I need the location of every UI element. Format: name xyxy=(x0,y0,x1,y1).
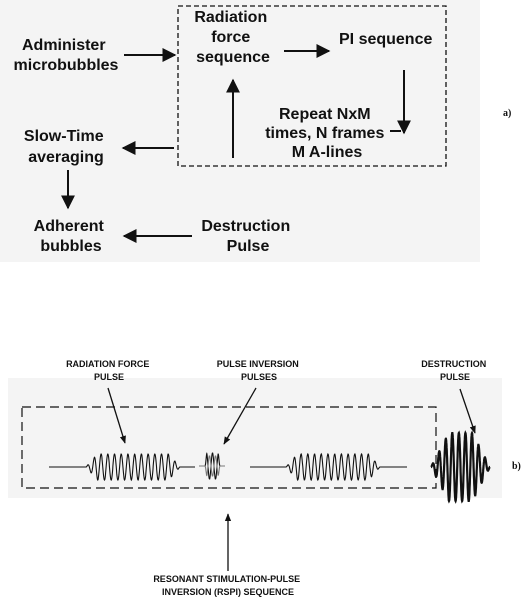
panel-b-background xyxy=(8,378,502,498)
panel-b: RADIATION FORCE PULSE PULSE INVERSION PU… xyxy=(8,359,521,597)
pulse-inversion-waveform-1 xyxy=(199,452,225,480)
radiation-force-label: Radiation force sequence xyxy=(194,9,271,66)
radiation-force-waveform xyxy=(49,453,195,482)
panel-a: Administer microbubbles Radiation force … xyxy=(0,0,511,262)
administer-label: Administer microbubbles xyxy=(14,37,119,74)
adherent-label: Adherent bubbles xyxy=(34,218,109,255)
slow-time-label: Slow-Time averaging xyxy=(24,128,108,166)
loop-dashed-box xyxy=(177,5,447,167)
repeat-label: Repeat NxM times, N frames M A-lines xyxy=(265,106,389,161)
destruction-pulse-label: DESTRUCTION PULSE xyxy=(421,359,489,382)
pulse-inversion-label: PULSE INVERSION PULSES xyxy=(217,359,302,382)
repeated-radiation-force-waveform xyxy=(250,452,407,482)
rspi-label: RESONANT STIMULATION-PULSE INVERSION (RS… xyxy=(153,574,302,597)
rspi-dashed-box xyxy=(21,406,437,489)
arrow-to-radiation-pulse xyxy=(107,387,126,444)
arrow-to-pi-pulses xyxy=(223,387,257,445)
panel-a-tag: a) xyxy=(503,108,511,119)
pulse-inversion-waveform-2 xyxy=(199,455,225,477)
destruction-waveform xyxy=(430,430,491,504)
panel-b-tag: b) xyxy=(512,461,521,472)
destruction-label: Destruction Pulse xyxy=(201,218,294,255)
arrow-to-destruction-pulse xyxy=(459,388,476,434)
radiation-force-pulse-label: RADIATION FORCE PULSE xyxy=(66,359,152,382)
pi-sequence-label: PI sequence xyxy=(339,31,432,48)
